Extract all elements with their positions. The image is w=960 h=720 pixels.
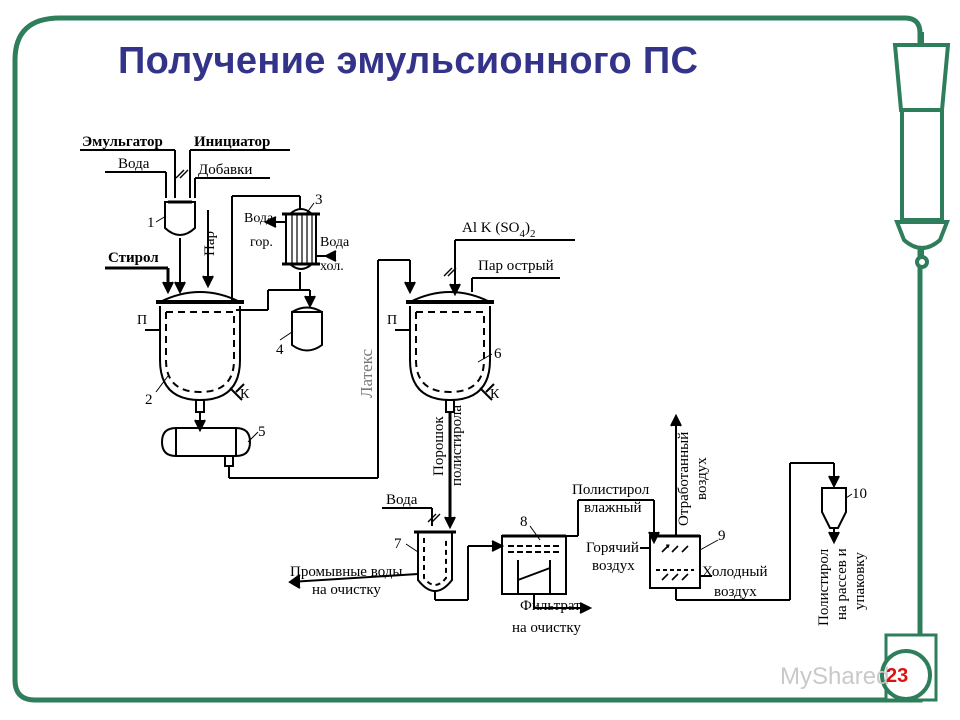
equipment-number-5: 5 — [258, 424, 266, 440]
equipment-number-2: 2 — [145, 392, 153, 408]
watermark-text: MyShared — [780, 663, 889, 690]
label-water-cold-1: Вода — [320, 235, 350, 250]
frame-border — [12, 15, 923, 703]
equipment-number-3: 3 — [315, 192, 323, 208]
label-water-hot-1: Вода — [244, 211, 274, 226]
vessel-1 — [164, 201, 196, 236]
label-filtrate-1: Фильтрат — [520, 598, 581, 614]
dryer-9 — [649, 534, 701, 589]
label-wash-water-1: Промывные воды — [290, 564, 402, 580]
label-wet-ps-2: влажный — [584, 500, 642, 516]
tank-5 — [160, 427, 252, 467]
label-ps-out-2: на рассев и — [834, 548, 850, 620]
equipment-number-1: 1 — [147, 215, 155, 231]
label-latex: Латекс — [357, 349, 376, 398]
label-wash-water-2: на очистку — [312, 582, 381, 598]
reactor-2 — [145, 291, 245, 433]
label-steam: Пар — [202, 231, 218, 256]
label-powder-1: Порошок — [431, 416, 447, 476]
valve-p2: П — [387, 313, 397, 328]
label-water-2: Вода — [386, 492, 418, 508]
label-alum: Al K (SO4)2 — [462, 220, 536, 240]
label-cold-air-2: воздух — [714, 584, 757, 600]
label-spent-air-1: Отработанный — [676, 432, 692, 526]
column-decoration — [880, 32, 951, 702]
filter-8 — [501, 534, 567, 595]
label-styrene: Стирол — [108, 250, 159, 266]
label-emulsifier: Эмульгатор — [82, 134, 163, 150]
washer-7 — [414, 530, 456, 592]
label-water-cold-2: хол. — [320, 259, 344, 274]
valve-k1: К — [240, 387, 250, 402]
condenser-3 — [263, 208, 337, 270]
receiver-4 — [291, 311, 323, 352]
label-live-steam: Пар острый — [478, 258, 554, 274]
wash-water-line — [289, 573, 419, 583]
equipment-number-6: 6 — [494, 346, 502, 362]
coagulator-6 — [395, 291, 495, 413]
label-additives: Добавки — [198, 162, 252, 178]
equipment-number-10: 10 — [852, 486, 867, 502]
label-spent-air-2: воздух — [694, 457, 710, 500]
page-number: 23 — [886, 665, 908, 687]
label-hot-air-2: воздух — [592, 558, 635, 574]
valve-p1: П — [137, 313, 147, 328]
label-water: Вода — [118, 156, 150, 172]
equipment-number-8: 8 — [520, 514, 528, 530]
label-water-hot-2: гор. — [250, 235, 273, 250]
valve-k2: К — [490, 387, 500, 402]
cyclone-10 — [821, 487, 847, 545]
label-initiator: Инициатор — [194, 134, 270, 150]
label-powder-2: полистирола — [449, 405, 465, 486]
equipment-number-7: 7 — [394, 536, 402, 552]
label-ps-out-3: упаковку — [852, 552, 868, 610]
label-filtrate-2: на очистку — [512, 620, 581, 636]
label-ps-out-1: Полистирол — [816, 548, 832, 626]
label-wet-ps-1: Полистирол — [572, 482, 650, 498]
label-hot-air-1: Горячий — [586, 540, 639, 556]
slide-title: Получение эмульсионного ПС — [118, 40, 699, 82]
label-cold-air-1: Холодный — [702, 564, 768, 580]
equipment-number-4: 4 — [276, 342, 284, 358]
equipment-number-9: 9 — [718, 528, 726, 544]
